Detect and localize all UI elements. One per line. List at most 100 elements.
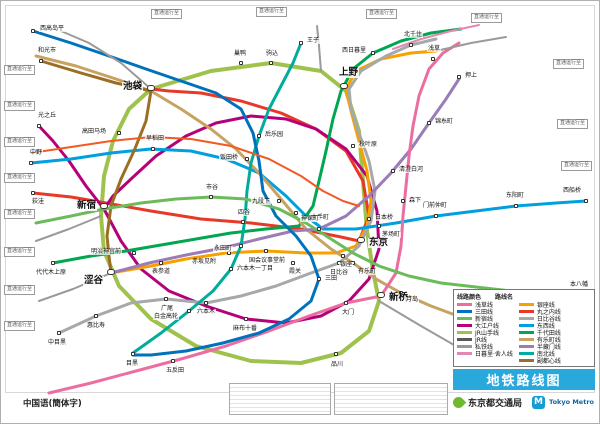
station-label: 市谷	[205, 184, 220, 192]
station-marker	[57, 331, 61, 335]
station-marker	[241, 220, 245, 224]
legend-row: 浅草线	[457, 301, 513, 309]
station-label: 大门	[341, 309, 356, 317]
station-marker	[264, 249, 268, 253]
agency-row: 东京都交通局 M Tokyo Metro	[450, 393, 595, 411]
station-label: 清澄白河	[398, 166, 425, 174]
language-note: 中国语(簡体字)	[23, 399, 82, 409]
station-marker	[434, 214, 438, 218]
station-marker	[245, 157, 249, 161]
station-label: 五反田	[165, 367, 186, 375]
station-marker	[29, 161, 33, 165]
station-label: 饭田桥	[219, 154, 240, 162]
legend-line-name: 南北线	[536, 351, 555, 358]
station-label: 押上	[464, 72, 479, 80]
legend-row: 有乐町线	[518, 336, 561, 344]
legend-line-name: 半藏门线	[536, 344, 561, 351]
station-marker	[431, 57, 435, 61]
station-marker	[299, 41, 303, 45]
legend-row: 三田线	[457, 308, 513, 316]
station-label: 银座	[339, 261, 354, 269]
station-label: 神保町	[300, 215, 321, 223]
legend-header: 线路颜色 路线名	[457, 292, 591, 301]
legend-row: 银座线	[518, 301, 561, 309]
through-service-box: 直通运行至	[4, 321, 36, 331]
legend-line-name: 丸之内线	[536, 309, 561, 316]
route-line-shinjuku-line	[34, 195, 583, 297]
legend-line-name: 大江户线	[475, 323, 500, 330]
station-label: 上野	[338, 67, 360, 78]
legend-row: 大江户线	[457, 322, 513, 330]
station-label: 品川	[330, 361, 345, 369]
legend-row: 私铁线	[457, 343, 513, 351]
station-label: 麻布十番	[232, 325, 259, 333]
station-label: 森下	[408, 197, 423, 205]
legend-line-name: 东西线	[536, 323, 555, 330]
station-marker	[584, 199, 588, 203]
legend-row: 新宿线	[457, 315, 513, 323]
legend-line-name: JR山手线	[475, 330, 499, 337]
through-service-box: 直通运行至	[4, 209, 36, 219]
through-service-box: 直通运行至	[366, 9, 398, 19]
station-marker	[117, 131, 121, 135]
station-label: 东京	[368, 237, 390, 248]
legend-row: 南北线	[518, 350, 561, 358]
legend-header-name: 路线名	[495, 294, 514, 301]
legend-row: JR山手线	[457, 329, 513, 337]
station-label: 霞关	[288, 268, 303, 276]
station-label: 高田马场	[81, 128, 108, 136]
legend-color-chip	[457, 310, 472, 313]
station-label: 涩谷	[83, 275, 105, 286]
station-label: 浅草	[427, 45, 442, 53]
station-marker	[514, 204, 518, 208]
legend-color-chip	[457, 345, 472, 348]
station-marker	[334, 352, 338, 356]
station-marker	[31, 29, 35, 33]
station-label: 驹込	[265, 50, 280, 58]
through-service-box: 直通运行至	[561, 161, 593, 171]
station-label: 代代木上原	[35, 269, 68, 277]
station-marker	[229, 267, 233, 271]
station-label: 三田	[324, 275, 339, 283]
map-title: 地铁路线图	[486, 374, 562, 389]
note-box	[334, 383, 448, 415]
station-marker	[317, 227, 321, 231]
station-label: 惠比寿	[86, 322, 107, 330]
station-marker	[340, 83, 348, 89]
station-label: 赤坂见附	[191, 258, 218, 266]
station-marker	[391, 169, 395, 173]
through-service-box: 直通运行至	[4, 65, 36, 75]
station-label: 国会议事堂前	[248, 257, 287, 265]
station-label: 后乐园	[264, 131, 285, 139]
station-marker	[204, 301, 208, 305]
route-line-chiyoda	[51, 27, 463, 265]
station-marker	[427, 121, 431, 125]
legend-color-chip	[518, 359, 534, 362]
station-label: 四谷	[237, 209, 252, 217]
legend-color-chip	[457, 338, 472, 341]
legend-color-chip	[457, 303, 472, 306]
station-label: 荻洼	[31, 198, 46, 206]
legend-row: 日比谷线	[518, 315, 561, 323]
through-service-box: 直通运行至	[151, 9, 183, 19]
station-marker	[317, 277, 321, 281]
station-marker	[209, 195, 213, 199]
station-label: 永田町	[213, 245, 234, 253]
station-marker	[244, 317, 248, 321]
legend-line-name: JR线	[475, 337, 487, 344]
through-service-box: 直通运行至	[4, 101, 36, 111]
legend-line-name: 日比谷线	[536, 316, 561, 323]
station-marker	[351, 144, 355, 148]
station-label: 中目黑	[47, 339, 68, 347]
station-label: 本八幡	[569, 281, 590, 289]
station-label: 秋叶原	[358, 141, 379, 149]
station-label: 新宿	[76, 200, 98, 211]
station-label: 表参道	[151, 268, 172, 276]
station-label: 六本木一丁目	[236, 265, 275, 273]
station-marker	[409, 43, 413, 47]
station-label: 目黑	[125, 360, 140, 368]
route-line-private-e	[435, 36, 507, 52]
station-marker	[94, 314, 98, 318]
note-box	[229, 383, 331, 415]
